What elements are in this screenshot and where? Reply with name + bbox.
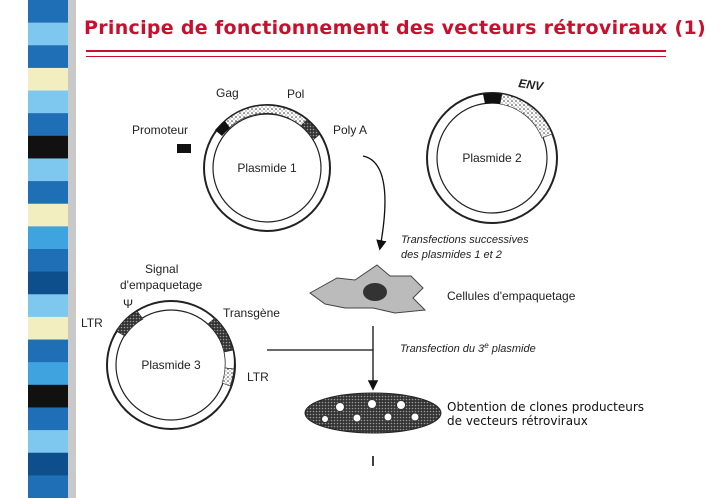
- stripe-block: [28, 294, 68, 318]
- plasmid-3: Plasmide 3 Signal d'empaquetage Ψ LTR Tr…: [81, 262, 280, 430]
- stripe-block: [28, 271, 68, 295]
- transfection-1-line2: des plasmides 1 et 2: [401, 249, 502, 261]
- plasmid-2-label: Plasmide 2: [462, 151, 522, 165]
- stripe-block: [28, 113, 68, 137]
- stripe-block: [28, 203, 68, 227]
- packaging-cells-label: Cellules d'empaquetage: [447, 289, 576, 303]
- stripe-block: [28, 475, 68, 498]
- gag-label: Gag: [216, 86, 239, 100]
- transfection-3-suffix: plasmide: [489, 343, 536, 355]
- producer-clones-dish: [304, 392, 442, 434]
- arrow-to-clones: [267, 349, 379, 391]
- stripe-block: [28, 90, 68, 114]
- stripe-block: [28, 339, 68, 363]
- stripe-block: [28, 384, 68, 408]
- stripe-block: [28, 158, 68, 182]
- plasmid-3-label: Plasmide 3: [141, 358, 201, 372]
- transfection-3-prefix: Transfection du 3: [400, 343, 485, 355]
- decorative-stripe: [28, 0, 76, 498]
- stripe-shadow: [68, 0, 76, 498]
- stripe-block: [28, 249, 68, 273]
- stripe-block: [28, 316, 68, 341]
- psi-symbol: Ψ: [123, 297, 133, 311]
- stripe-block: [28, 407, 68, 431]
- ltr-right-label: LTR: [247, 370, 269, 384]
- stripe-block: [28, 181, 68, 205]
- transfection-3-label: Transfection du 3e plasmide: [400, 341, 536, 355]
- stripe-block: [28, 430, 68, 454]
- plasmid-1: Plasmide 1 Gag Pol Promoteur Poly A: [132, 86, 367, 232]
- stripe-block: [28, 0, 68, 24]
- slide-title: Principe de fonctionnement des vecteurs …: [84, 17, 706, 39]
- promoter-box: [177, 144, 191, 153]
- ltr-left-label: LTR: [81, 316, 103, 330]
- transfection-1-line1: Transfections successives: [401, 234, 529, 246]
- arrow-to-cells: [362, 155, 387, 251]
- stripe-block: [28, 226, 68, 250]
- stripe-block: [28, 135, 68, 159]
- pol-label: Pol: [287, 87, 304, 101]
- transgene-label: Transgène: [223, 306, 280, 320]
- env-label: ENV: [518, 76, 545, 93]
- retroviral-vector-diagram: Plasmide 1 Gag Pol Promoteur Poly A Plas…: [81, 76, 644, 466]
- signal-label-line1: Signal: [145, 262, 178, 276]
- plasmid-1-label: Plasmide 1: [237, 161, 297, 175]
- stripe-block: [28, 67, 68, 92]
- stripe-block: [28, 362, 68, 386]
- result-line1: Obtention de clones producteurs: [447, 400, 644, 414]
- packaging-cell: Cellules d'empaquetage: [309, 264, 576, 314]
- plasmid-2: Plasmide 2 ENV: [426, 76, 558, 224]
- signal-label-line2: d'empaquetage: [120, 278, 203, 292]
- result-line2: de vecteurs rétroviraux: [447, 414, 588, 428]
- polya-label: Poly A: [333, 123, 367, 137]
- title-underline: [86, 50, 666, 57]
- promoter-label: Promoteur: [132, 123, 188, 137]
- transfection-3-sup: e: [484, 341, 489, 350]
- stripe-block: [28, 45, 68, 69]
- stripe-block: [28, 22, 68, 46]
- stripe-block: [28, 452, 68, 476]
